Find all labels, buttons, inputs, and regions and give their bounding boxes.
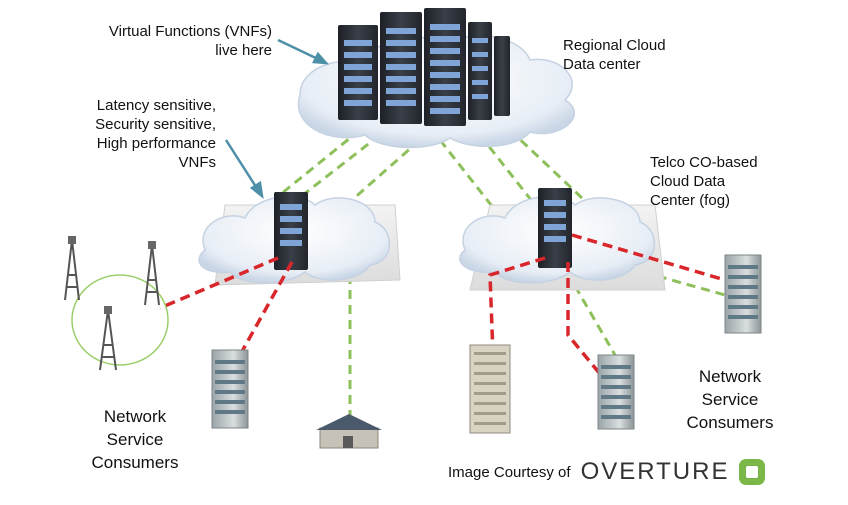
link-right-fog-to-right-building xyxy=(571,233,726,282)
image-courtesy: Image Courtesy of OVERTURE xyxy=(448,458,766,486)
link-regional-to-right-fog xyxy=(438,139,497,211)
label-consumers-left: Network Service Consumers xyxy=(70,405,200,474)
label-regional-line2: Data center xyxy=(563,56,641,73)
link-right-fog-to-skyscraper xyxy=(488,256,546,356)
house-building xyxy=(316,414,382,449)
link-regional-to-right-fog-3 xyxy=(508,128,602,217)
rack-5 xyxy=(494,36,510,116)
arrow-to-regional xyxy=(277,38,321,62)
red-links xyxy=(159,233,726,382)
callout-arrows xyxy=(224,38,330,199)
label-regional-line1: Regional Cloud xyxy=(563,37,666,54)
label-consumers-right-line3: Consumers xyxy=(686,413,774,432)
label-vnfs-line1: Virtual Functions (VNFs) xyxy=(108,23,272,40)
arrow-to-left-fog xyxy=(224,139,260,191)
rack-1 xyxy=(338,25,378,120)
label-telco-line3: Center (fog) xyxy=(650,192,731,209)
left-fog-server-rack xyxy=(274,192,308,270)
label-telco-line1: Telco CO-based xyxy=(650,154,758,171)
label-latency-line2: Security sensitive, xyxy=(95,116,216,133)
building-right xyxy=(724,254,762,334)
link-left-fog-to-building xyxy=(238,261,294,356)
label-consumers-left-line1: Network xyxy=(103,407,167,426)
label-regional-cloud: Regional Cloud Data center xyxy=(563,36,723,74)
tower-2 xyxy=(144,244,160,306)
regional-server-racks xyxy=(338,8,510,126)
courtesy-text: Image Courtesy of xyxy=(448,463,571,481)
overture-logo-icon xyxy=(739,459,766,485)
label-consumers-left-line3: Consumers xyxy=(91,453,179,472)
link-left-fog-to-towers xyxy=(159,256,279,310)
building-left xyxy=(211,349,249,429)
label-latency-line1: Latency sensitive, xyxy=(96,97,216,114)
label-latency-line4: VNFs xyxy=(178,154,217,171)
label-consumers-right-line2: Service xyxy=(701,390,759,409)
cell-towers xyxy=(64,236,169,371)
skyscraper xyxy=(469,344,511,434)
tower-1 xyxy=(64,239,80,301)
label-consumers-right-line1: Network xyxy=(698,367,762,386)
right-fog-server-rack xyxy=(538,188,572,268)
label-latency-line3: High performance xyxy=(96,135,216,152)
tower-3 xyxy=(99,309,117,371)
label-consumers-right: Network Service Consumers xyxy=(665,365,795,434)
link-right-fog-to-lower-building xyxy=(566,262,607,382)
label-consumers-left-line2: Service xyxy=(106,430,164,449)
brand-name: OVERTURE xyxy=(580,458,730,485)
building-lower-right xyxy=(597,354,635,430)
label-telco-line2: Cloud Data xyxy=(650,173,726,190)
label-latency: Latency sensitive, Security sensitive, H… xyxy=(40,96,216,172)
label-vnfs: Virtual Functions (VNFs) live here xyxy=(66,22,272,60)
label-vnfs-line2: live here xyxy=(215,42,272,59)
label-telco: Telco CO-based Cloud Data Center (fog) xyxy=(650,153,800,210)
